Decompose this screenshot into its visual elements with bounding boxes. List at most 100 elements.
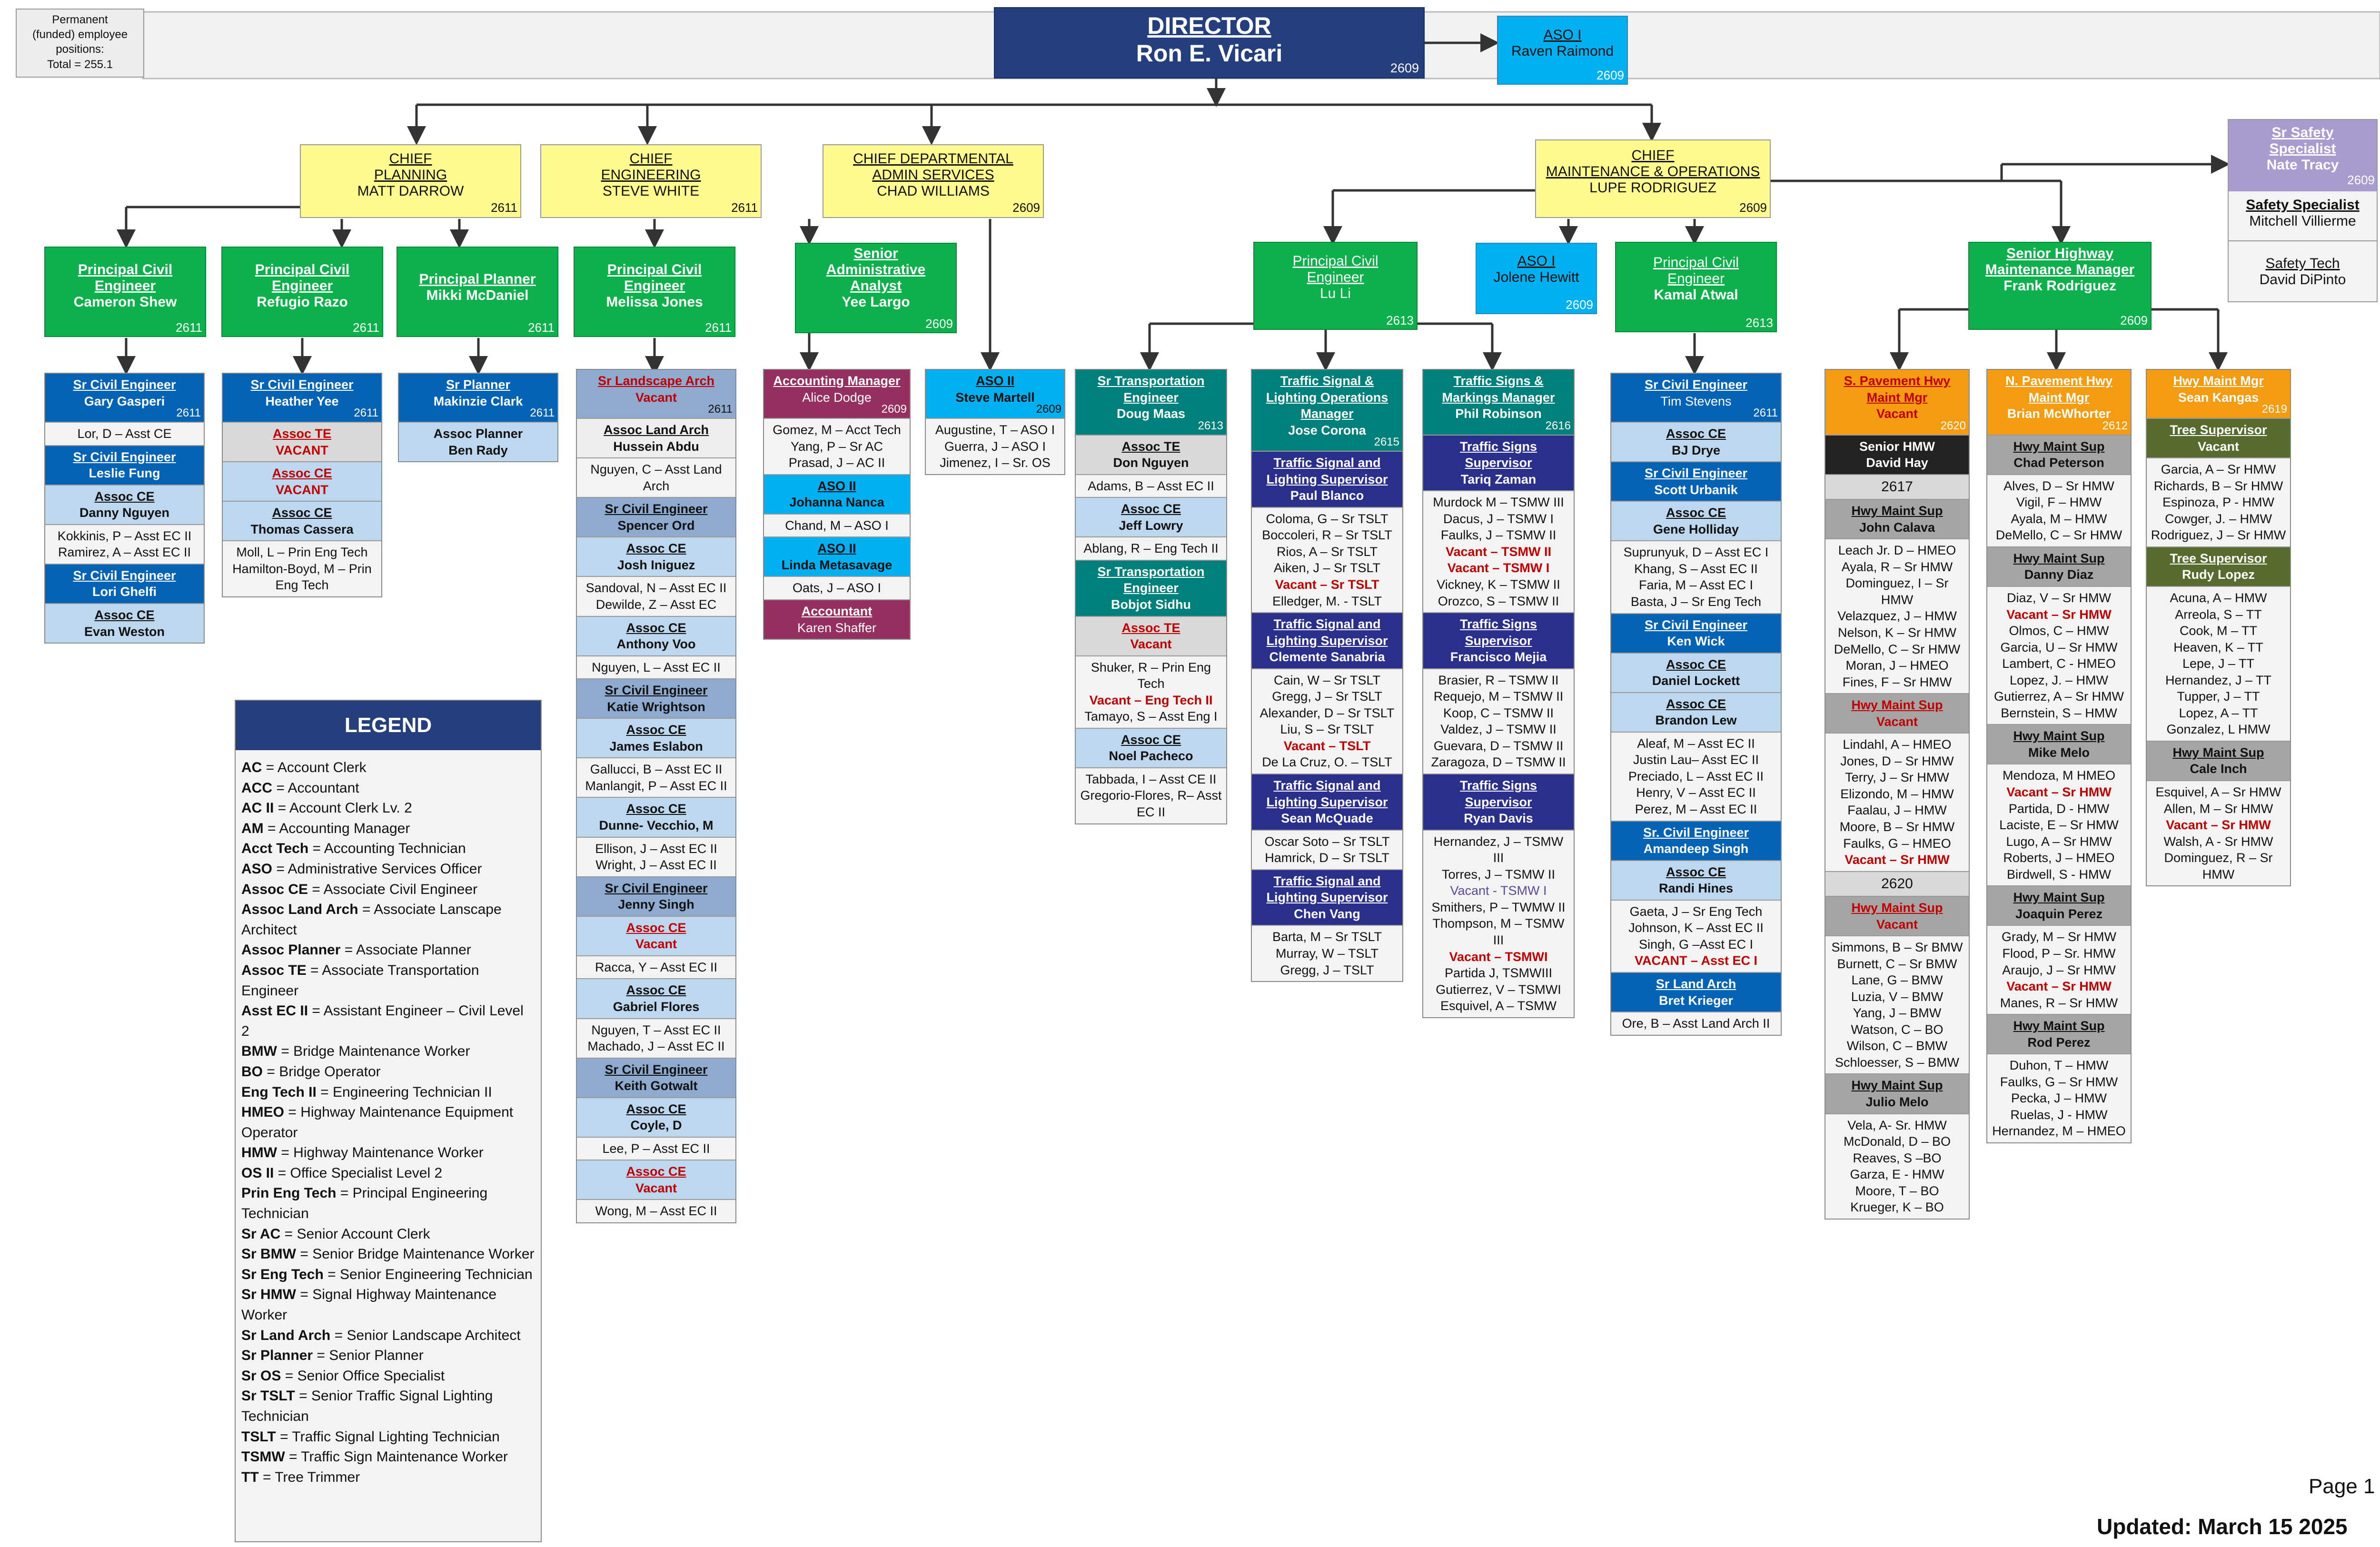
chief-engineering-box[interactable]: CHIEF ENGINEERING STEVE WHITE 2611	[540, 144, 762, 218]
legend-definition: = Bridge Maintenance Worker	[277, 1043, 470, 1060]
position-holder: David Hay	[1866, 456, 1928, 470]
manager-box-0[interactable]: Principal Civil Engineer Cameron Shew 26…	[44, 247, 206, 337]
sr-safety-specialist-box[interactable]: Sr Safety Specialist Nate Tracy 2609	[2229, 120, 2377, 191]
safety-tech-box[interactable]: Safety Tech David DiPinto	[2259, 256, 2346, 288]
legend-entry: Sr OS = Senior Office Specialist	[241, 1366, 535, 1387]
position-title: Assoc CE	[1121, 732, 1181, 747]
manager-box-7[interactable]: Principal Civil Engineer Kamal Atwal 261…	[1615, 242, 1777, 332]
manager-box-5[interactable]: Principal Civil Engineer Lu Li 2613	[1253, 242, 1418, 330]
manager-box-2[interactable]: Principal Planner Mikki McDaniel 2611	[397, 247, 558, 337]
position-traffic-signal-lighting-operations-manager-jose-corona[interactable]: Traffic Signal & Lighting Operations Man…	[1252, 370, 1402, 452]
position-title: ASO II	[975, 374, 1014, 388]
chief-planning-box[interactable]: CHIEF PLANNING MATT DARROW 2611	[300, 144, 521, 218]
legend-abbr: TSLT	[241, 1428, 276, 1445]
manager-box-1[interactable]: Principal Civil Engineer Refugio Razo 26…	[221, 247, 383, 337]
aso-top-box[interactable]: ASO I Raven Raimond 2609	[1497, 16, 1628, 85]
chief-maintenance-box[interactable]: CHIEF MAINTENANCE & OPERATIONS LUPE RODR…	[1535, 139, 1771, 218]
position-holder: Doug Maas	[1116, 407, 1186, 421]
director-box[interactable]: DIRECTOR Ron E. Vicari 2609	[994, 7, 1425, 79]
manager-box-4[interactable]: Senior Administrative Analyst Yee Largo …	[795, 243, 957, 333]
manager-box-8[interactable]: Senior Highway Maintenance Manager Frank…	[1968, 242, 2152, 330]
safety-specialist-box[interactable]: Safety Specialist Mitchell Villierme	[2229, 191, 2377, 241]
member-entry: Preciado, L – Asst EC II	[1628, 769, 1764, 783]
member-entry: Terry, J – Sr HMW	[1845, 770, 1949, 785]
manager-box-6[interactable]: ASO I Jolene Hewitt 2609	[1476, 243, 1597, 314]
chief-admin-box[interactable]: CHIEF DEPARTMENTAL ADMIN SERVICES CHAD W…	[823, 144, 1044, 218]
manager-box-3[interactable]: Principal Civil Engineer Melissa Jones 2…	[574, 247, 735, 337]
